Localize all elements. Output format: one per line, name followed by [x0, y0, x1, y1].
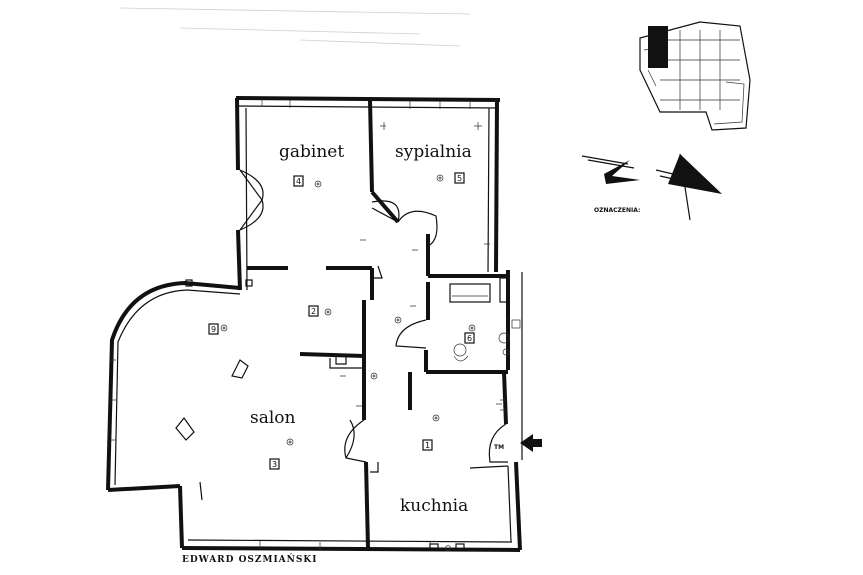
- bathroom-fixtures: [449, 277, 521, 362]
- columns: [175, 279, 347, 441]
- room-label-sypialnia: sypialnia: [395, 142, 472, 162]
- room-number-salon: 3: [272, 460, 277, 469]
- scan-artifacts: [119, 7, 471, 47]
- room-number-sypialnia: 5: [457, 174, 462, 183]
- room-labels: gabinet sypialnia salon kuchnia: [250, 142, 472, 516]
- electrical-symbols: [220, 122, 502, 446]
- room-number-bathroom: 6: [467, 334, 472, 343]
- room-number-gabinet: 4: [296, 177, 301, 186]
- key-plan: [639, 21, 751, 131]
- room-numbers: 4 5 3 1 2 6 9: [208, 172, 475, 470]
- room-number-kuchnia: 1: [425, 441, 430, 450]
- fixture-label: TM: [494, 444, 504, 451]
- legend-label: OZNACZENIA:: [594, 207, 640, 214]
- street-name: EDWARD OSZMIAŃSKI: [182, 553, 317, 565]
- entrance: TM: [494, 434, 542, 452]
- north-arrow: [581, 153, 722, 221]
- outer-walls: [106, 96, 523, 552]
- kitchen-fixtures: [429, 399, 506, 551]
- room-label-salon: salon: [250, 408, 296, 428]
- room-label-gabinet: gabinet: [279, 142, 344, 162]
- room-label-kuchnia: kuchnia: [400, 496, 468, 516]
- room-number-living-area: 9: [211, 325, 216, 334]
- entrance-arrow: [520, 434, 542, 452]
- room-number-hall: 2: [311, 307, 316, 316]
- door-swings: [239, 169, 508, 463]
- key-plan-highlight: [648, 26, 668, 68]
- windows: [110, 99, 471, 550]
- interior-walls: [247, 99, 509, 549]
